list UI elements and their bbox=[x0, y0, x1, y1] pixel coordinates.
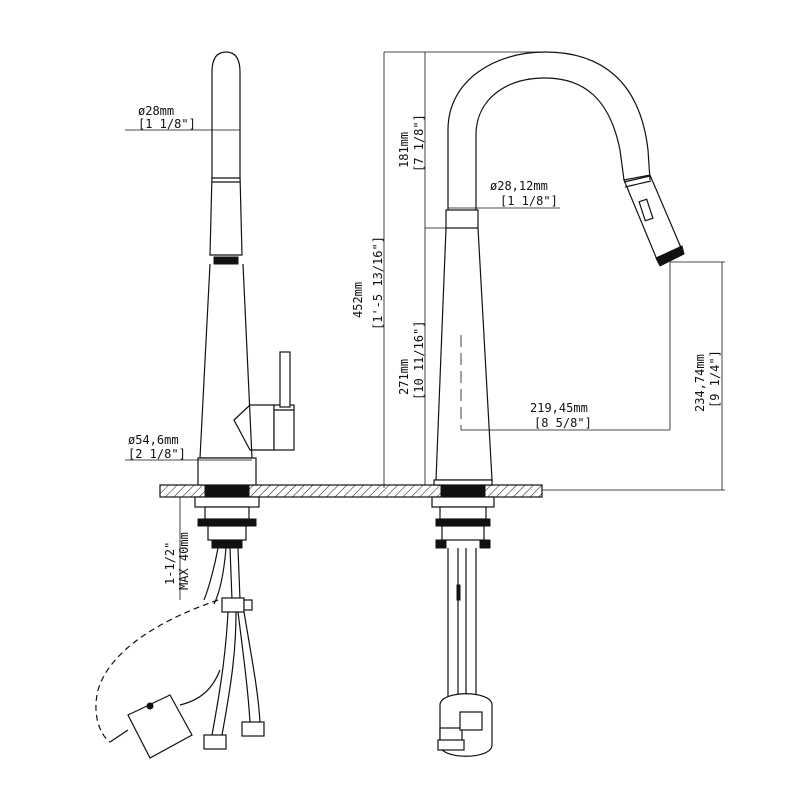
dim-arc-height: 181mm [7 1/8"] bbox=[397, 52, 476, 229]
dim-spout-height: 234,74mm [9 1/4"] bbox=[670, 261, 725, 490]
dim-reach: 219,45mm [8 5/8"] bbox=[461, 262, 671, 431]
dim-body-height: 271mm [10 11/16"] bbox=[397, 228, 426, 485]
dim-total-height: 452mm [1'-5 13/16"] bbox=[351, 51, 545, 488]
neck-dia-mm: ø28,12mm bbox=[490, 179, 548, 193]
arc-height-mm: 181mm bbox=[397, 132, 411, 168]
dim-spout-diameter: ø28mm [1 1/8"] bbox=[125, 104, 240, 131]
body-height-in: [10 11/16"] bbox=[412, 321, 426, 400]
dim-deck-thickness: 1-1/2" MAX 40mm bbox=[163, 497, 191, 600]
spout-height-mm: 234,74mm bbox=[693, 354, 707, 412]
total-height-in: [1'-5 13/16"] bbox=[371, 236, 385, 330]
base-dia-in: [2 1/8"] bbox=[128, 447, 186, 461]
side-view-faucet bbox=[95, 51, 295, 759]
front-view-faucet bbox=[431, 51, 685, 757]
spout-dia-mm: ø28mm bbox=[138, 104, 174, 118]
deck-mm: MAX 40mm bbox=[177, 532, 191, 590]
reach-in: [8 5/8"] bbox=[534, 416, 592, 430]
body-height-mm: 271mm bbox=[397, 359, 411, 395]
total-height-mm: 452mm bbox=[351, 282, 365, 318]
arc-height-in: [7 1/8"] bbox=[412, 114, 426, 172]
spout-height-in: [9 1/4"] bbox=[708, 350, 722, 408]
base-dia-mm: ø54,6mm bbox=[128, 433, 179, 447]
spout-dia-in: [1 1/8"] bbox=[138, 117, 196, 131]
reach-mm: 219,45mm bbox=[530, 401, 588, 415]
deck-in: 1-1/2" bbox=[163, 542, 177, 585]
dim-base-diameter: ø54,6mm [2 1/8"] bbox=[125, 433, 252, 461]
neck-dia-in: [1 1/8"] bbox=[500, 194, 558, 208]
dim-neck-diameter: ø28,12mm [1 1/8"] bbox=[448, 179, 560, 209]
